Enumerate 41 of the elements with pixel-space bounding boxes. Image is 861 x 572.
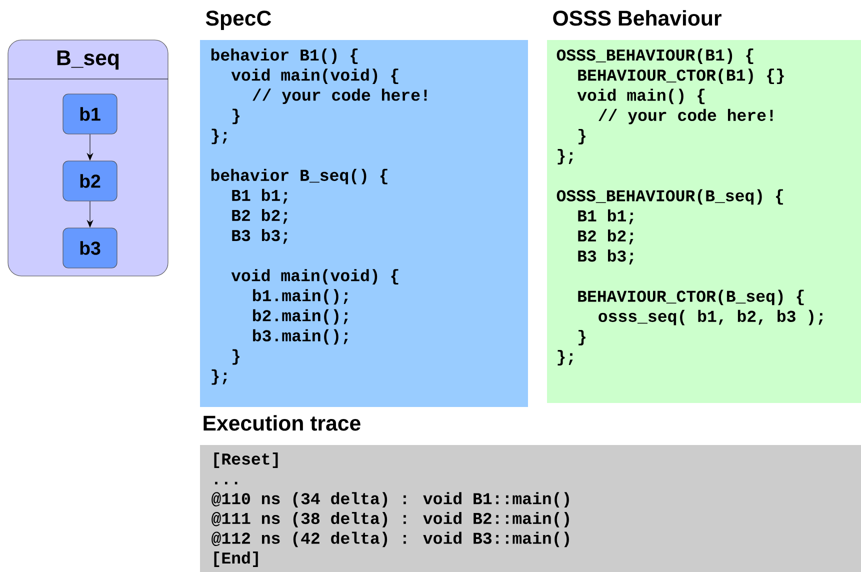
code-line: ... [215, 482, 238, 484]
code-line: behavior B1() { [211, 48, 358, 64]
code-line: }; [212, 369, 227, 385]
code-line: void main(void) { [231, 68, 398, 84]
code-line: } [232, 349, 240, 365]
code-line: @111 ns (38 delta) : void B2::main() [212, 512, 569, 528]
code-line: void main() { [577, 88, 705, 104]
code-line: @110 ns (34 delta) : void B1::main() [212, 492, 569, 508]
code-line: }; [558, 149, 573, 164]
code-line: [End] [214, 552, 258, 567]
code-line: B1 b1; [578, 209, 634, 224]
code-line: osss_seq( b1, b2, b3 ); [598, 310, 823, 326]
code-line: } [578, 330, 586, 346]
code-line: B3 b3; [232, 229, 288, 244]
code-line: behavior B_seq() { [211, 168, 388, 184]
code-line: } [578, 128, 586, 144]
panel-heading: SpecC [206, 10, 272, 30]
code-line: BEHAVIOUR_CTOR(B_seq) { [578, 290, 804, 306]
code-line: BEHAVIOUR_CTOR(B1) {} [578, 68, 784, 84]
code-line: }; [212, 128, 227, 144]
code-line: b1.main(); [253, 289, 348, 305]
code-line: b2.main(); [253, 309, 348, 325]
code-line: @112 ns (42 delta) : void B3::main() [212, 532, 569, 548]
code-line: // your code here! [598, 108, 773, 124]
code-line: B2 b2; [578, 229, 634, 244]
code-line: B1 b1; [232, 188, 288, 204]
code-line: b3.main(); [253, 329, 348, 345]
process-box: b2 [62, 160, 118, 202]
code-line: OSSS_BEHAVIOUR(B1) { [556, 48, 754, 64]
code-line: [Reset] [214, 452, 278, 468]
code-line: B2 b2; [232, 208, 288, 224]
process-box: b1 [62, 94, 118, 134]
code-line: B3 b3; [578, 250, 634, 264]
code-line: // your code here! [252, 88, 427, 104]
code-line: }; [558, 350, 573, 366]
code-line: } [232, 108, 240, 124]
panel-heading: Execution trace [204, 415, 360, 431]
code-line: OSSS_BEHAVIOUR(B_seq) { [556, 189, 783, 205]
code-line: void main(void) { [231, 269, 398, 284]
process-box: b3 [62, 228, 118, 268]
panel-heading: OSSS Behaviour [553, 10, 722, 26]
